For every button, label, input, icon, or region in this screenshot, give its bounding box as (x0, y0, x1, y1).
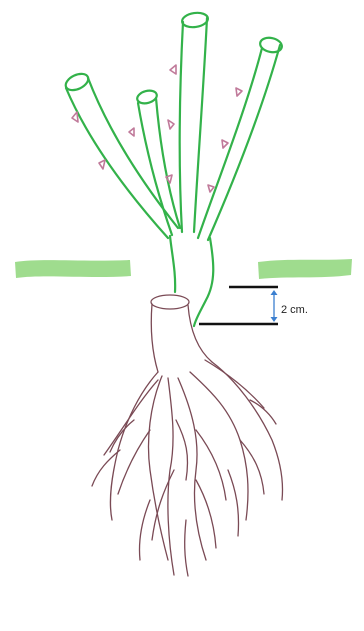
up-down-arrow-icon (271, 290, 278, 322)
ground-surface (15, 259, 352, 279)
ground-band-right (258, 259, 352, 279)
stem-center (180, 22, 183, 232)
stem-mid-left-cut (136, 89, 158, 106)
green-stems (63, 11, 283, 326)
stem-center-cut (181, 11, 209, 28)
ground-band-left (15, 260, 131, 278)
depth-measurement: 2 cm. (199, 287, 308, 324)
stem-base (170, 236, 213, 326)
root-system (92, 295, 283, 576)
stem-right (198, 48, 262, 238)
root-crown-top (151, 295, 189, 309)
measurement-label: 2 cm. (281, 304, 308, 316)
stem-far-left (66, 88, 168, 238)
stem-buds (72, 65, 242, 192)
